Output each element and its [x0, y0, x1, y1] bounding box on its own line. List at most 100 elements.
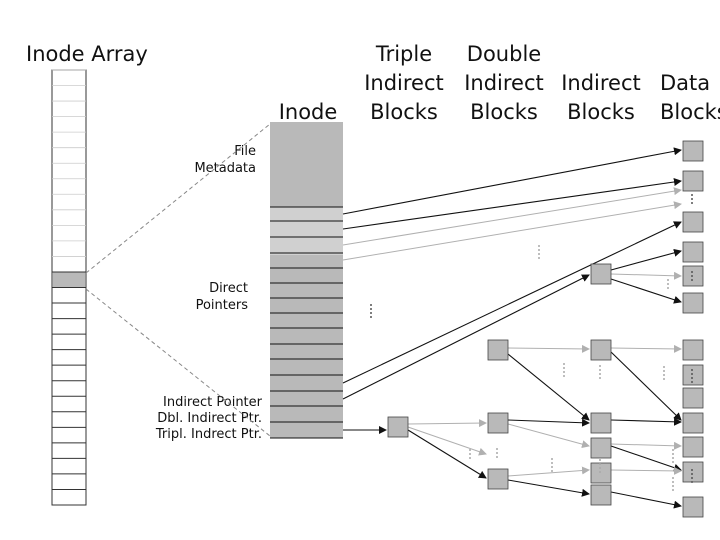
pointer-arrow [342, 147, 682, 215]
ellipsis-dot [551, 458, 553, 460]
ellipsis-dot [663, 378, 665, 380]
block [682, 387, 704, 409]
ellipsis-dot [563, 375, 565, 377]
ellipsis-dot [551, 462, 553, 464]
ellipsis-dot [599, 369, 601, 371]
block [682, 211, 704, 233]
block [682, 292, 704, 314]
ellipsis-dot [691, 198, 693, 200]
ellipsis-dot [672, 489, 674, 491]
pointer-arrow [610, 441, 682, 450]
pointer-arrow [610, 351, 682, 421]
ellipsis-dot [599, 459, 601, 461]
ellipsis-dot [672, 449, 674, 451]
pointer-arrow [342, 201, 682, 261]
ellipsis-dot [563, 363, 565, 365]
block [682, 241, 704, 263]
block [682, 496, 704, 518]
block [682, 170, 704, 192]
ellipsis-dot [538, 245, 540, 247]
ellipsis-dot [599, 463, 601, 465]
block [682, 461, 704, 483]
ellipsis-dot [563, 371, 565, 373]
ellipsis-dot [469, 449, 471, 451]
block [682, 412, 704, 434]
pointer-arrow [342, 274, 590, 400]
block [487, 339, 509, 361]
label-file-metadata: File Metadata [194, 144, 256, 176]
block [682, 364, 704, 386]
pointer-arrow [610, 278, 682, 304]
inode-pointer-area-top [270, 207, 343, 255]
ellipsis-dot [496, 452, 498, 454]
ellipsis-dot [691, 469, 693, 471]
ellipsis-dot [663, 370, 665, 372]
header-indirect-blocks: Indirect Blocks [561, 71, 641, 124]
ellipsis-dot [667, 279, 669, 281]
block [590, 412, 612, 434]
ellipsis-dot [599, 373, 601, 375]
ellipsis-dot [599, 365, 601, 367]
block [487, 468, 509, 490]
ellipsis-dot [691, 202, 693, 204]
pointer-arrows [342, 147, 682, 509]
ellipsis-dot [496, 448, 498, 450]
ellipsis-dot [538, 253, 540, 255]
label-tripl-indirect-ptr: Tripl. Indrect Ptr. [155, 427, 262, 442]
ellipsis-dot [672, 461, 674, 463]
pointer-arrow [610, 344, 682, 353]
ellipsis-dot [370, 312, 372, 314]
inode-array-selected-entry [51, 271, 87, 288]
inode [270, 122, 343, 439]
ellipsis-dot [551, 470, 553, 472]
pointer-arrow [507, 353, 590, 421]
ellipsis-dot [691, 477, 693, 479]
pointer-arrow [507, 479, 590, 497]
ellipsis-dot [496, 456, 498, 458]
ellipsis-dot [551, 466, 553, 468]
pointer-arrow [507, 423, 590, 449]
ellipsis-dot [691, 481, 693, 483]
ellipsis-dot [672, 485, 674, 487]
ellipsis-dot [370, 308, 372, 310]
ellipsis-dots [370, 194, 693, 491]
pointer-arrow [610, 417, 682, 426]
block [387, 416, 409, 438]
zoom-lines [85, 123, 271, 437]
block [590, 339, 612, 361]
header-data-blocks: Data Blocks [660, 71, 720, 124]
block [682, 339, 704, 361]
label-indirect-pointer: Indirect Pointer [163, 395, 262, 410]
ellipsis-dot [691, 271, 693, 273]
ellipsis-dot [469, 453, 471, 455]
ellipsis-dot [691, 194, 693, 196]
ellipsis-dot [691, 275, 693, 277]
ellipsis-dot [599, 377, 601, 379]
ellipsis-dot [599, 471, 601, 473]
block [590, 437, 612, 459]
ellipsis-dot [370, 316, 372, 318]
ellipsis-dot [672, 457, 674, 459]
pointer-arrow [610, 466, 682, 475]
inode-pointer-area [270, 255, 343, 438]
header-inode: Inode [278, 100, 338, 124]
ellipsis-dot [667, 283, 669, 285]
pointer-arrow [507, 466, 590, 477]
ellipsis-dot [691, 373, 693, 375]
pointer-arrow [407, 419, 487, 428]
inode-metadata-area [270, 122, 343, 207]
ellipsis-dot [691, 279, 693, 281]
block [590, 263, 612, 285]
ellipsis-dot [691, 369, 693, 371]
pointer-arrow [407, 426, 487, 456]
pointer-arrow [342, 178, 682, 230]
pointer-arrow [610, 491, 682, 509]
pointer-arrow [507, 344, 590, 353]
ellipsis-dot [667, 287, 669, 289]
header-inode-array: Inode Array [26, 42, 148, 66]
label-dbl-indirect-ptr: Dbl. Indirect Ptr. [157, 411, 262, 426]
inode-array [51, 69, 87, 506]
block [590, 484, 612, 506]
ellipsis-dot [691, 381, 693, 383]
